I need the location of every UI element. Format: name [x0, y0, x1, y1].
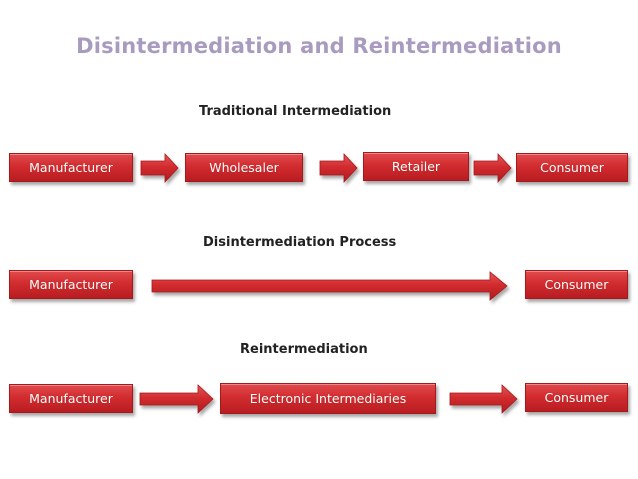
arrow-retailer-to-consumer	[473, 152, 512, 184]
node-consumer-disintermediation: Consumer	[525, 270, 628, 299]
arrow-electronic-intermediaries-to-consumer	[449, 384, 518, 414]
arrow-manufacturer-to-electronic-intermediaries	[139, 384, 214, 414]
section-heading-traditional: Traditional Intermediation	[199, 104, 392, 119]
arrow-manufacturer-to-consumer	[151, 271, 508, 301]
section-heading-reintermediation: Reintermediation	[240, 342, 368, 357]
node-consumer-reintermediation: Consumer	[525, 383, 628, 412]
section-heading-disintermediation: Disintermediation Process	[203, 235, 397, 250]
page-title: Disintermediation and Reintermediation	[76, 34, 562, 58]
arrow-manufacturer-to-wholesaler	[140, 152, 179, 184]
node-manufacturer-traditional: Manufacturer	[9, 153, 133, 182]
node-manufacturer-reintermediation: Manufacturer	[9, 384, 133, 413]
node-wholesaler: Wholesaler	[185, 153, 303, 182]
node-manufacturer-disintermediation: Manufacturer	[9, 270, 133, 299]
arrow-wholesaler-to-retailer	[319, 152, 358, 184]
node-consumer-traditional: Consumer	[516, 153, 628, 182]
node-retailer: Retailer	[363, 152, 469, 181]
node-electronic-intermediaries: Electronic Intermediaries	[220, 383, 436, 414]
